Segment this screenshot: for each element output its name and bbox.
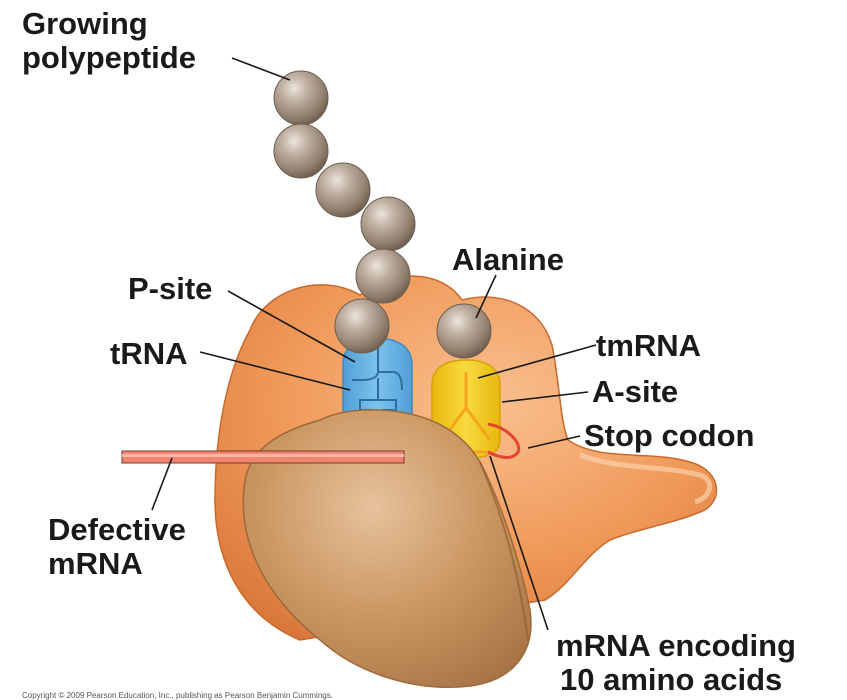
label-tmrna: tmRNA — [596, 328, 701, 363]
amino-acid-bead — [355, 248, 411, 304]
label-growing-polypeptide-line2: polypeptide — [22, 40, 196, 75]
label-mrna-encoding-line2: 10 amino acids — [560, 662, 782, 697]
polypeptide-chain — [273, 70, 492, 359]
label-mrna-encoding-line1: mRNA encoding — [556, 628, 796, 663]
label-growing-polypeptide-line1: Growing — [22, 6, 148, 41]
alanine-bead — [436, 303, 492, 359]
leader-lines — [151, 57, 597, 631]
label-defective-mrna-line2: mRNA — [48, 546, 143, 581]
amino-acid-bead — [273, 70, 329, 126]
label-a-site: A-site — [592, 374, 678, 409]
label-stop-codon: Stop codon — [584, 418, 754, 453]
amino-acid-bead — [315, 162, 371, 218]
label-alanine: Alanine — [452, 242, 564, 277]
small-ribosomal-subunit — [242, 409, 532, 688]
label-p-site: P-site — [128, 271, 212, 306]
label-trna: tRNA — [110, 336, 188, 371]
amino-acid-bead — [334, 298, 390, 354]
amino-acid-bead — [360, 196, 416, 252]
copyright-notice: Copyright © 2009 Pearson Education, Inc.… — [22, 691, 333, 700]
amino-acid-bead — [273, 123, 329, 179]
label-defective-mrna-line1: Defective — [48, 512, 186, 547]
diagram-labels: Growing polypeptide Alanine P-site tRNA … — [22, 6, 796, 700]
defective-mrna-strand — [121, 450, 405, 464]
